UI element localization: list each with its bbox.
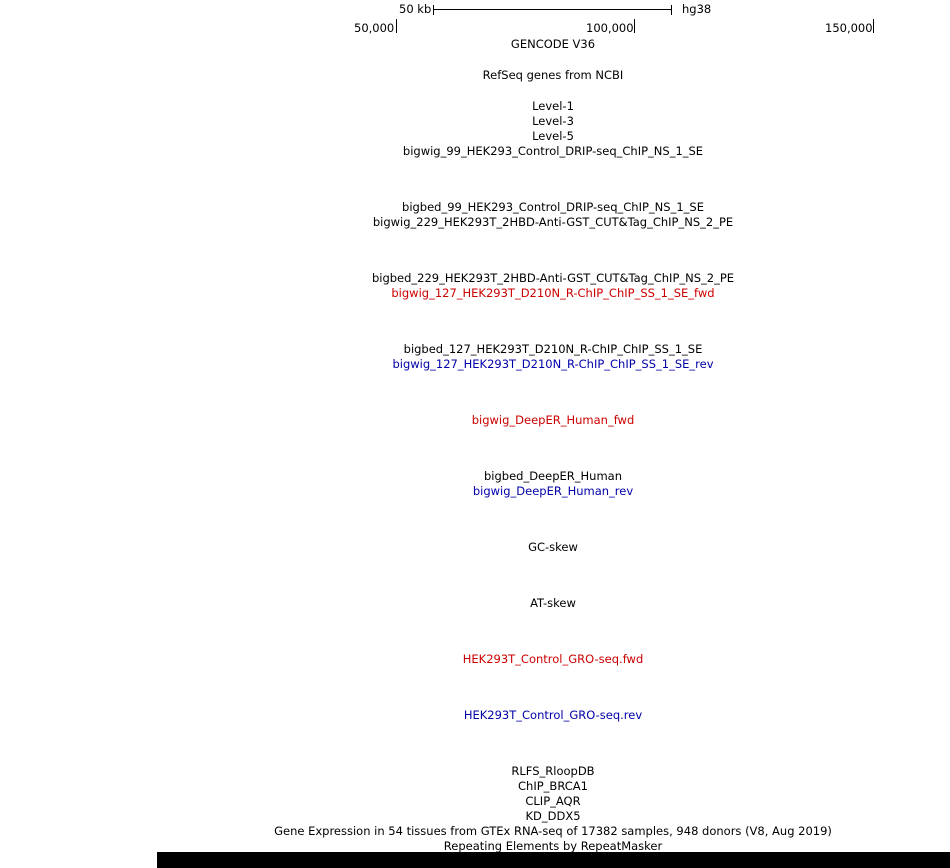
track-label-chip-brca1[interactable]: ChIP_BRCA1 [518,779,588,793]
track-label-level-1[interactable]: Level-1 [532,99,574,113]
track-label-clip-aqr[interactable]: CLIP_AQR [525,794,581,808]
track-label-deeper-rev[interactable]: bigwig_DeepER_Human_rev [472,484,634,498]
ruler-position-100000: 100,000 [586,21,634,35]
track-label-refseq[interactable]: RefSeq genes from NCBI [482,68,624,82]
track-label-bigbed-99[interactable]: bigbed_99_HEK293_Control_DRIP-seq_ChIP_N… [402,200,704,214]
track-label-bigwig-99[interactable]: bigwig_99_HEK293_Control_DRIP-seq_ChIP_N… [402,144,704,158]
repeatmasker-track-bar[interactable] [157,852,950,868]
ruler-tick [396,19,397,33]
track-label-at-skew[interactable]: AT-skew [530,596,576,610]
track-label-level-3[interactable]: Level-3 [532,114,574,128]
track-label-gtex[interactable]: Gene Expression in 54 tissues from GTEx … [274,824,832,838]
track-label-gro-seq-rev[interactable]: HEK293T_Control_GRO-seq.rev [463,708,643,722]
track-label-bigbed-127[interactable]: bigbed_127_HEK293T_D210N_R-ChIP_ChIP_SS_… [403,342,703,356]
track-label-deeper-fwd[interactable]: bigwig_DeepER_Human_fwd [471,413,635,427]
ruler-position-50000: 50,000 [354,21,395,35]
ruler-position-150000: 150,000 [825,21,873,35]
track-label-bigwig-127-fwd[interactable]: bigwig_127_HEK293T_D210N_R-ChIP_ChIP_SS_… [391,286,715,300]
track-label-gro-seq-fwd[interactable]: HEK293T_Control_GRO-seq.fwd [462,652,644,666]
track-label-bigbed-229[interactable]: bigbed_229_HEK293T_2HBD-Anti-GST_CUT&Tag… [371,271,735,285]
track-label-repeatmasker[interactable]: Repeating Elements by RepeatMasker [443,839,663,853]
track-label-deeper-bed[interactable]: bigbed_DeepER_Human [483,469,622,483]
track-label-kd-ddx5[interactable]: KD_DDX5 [525,809,581,823]
scale-bar [433,5,672,15]
track-label-bigwig-127-rev[interactable]: bigwig_127_HEK293T_D210N_R-ChIP_ChIP_SS_… [392,357,714,371]
ruler-tick [873,19,874,33]
scale-label: 50 kb [399,2,432,16]
track-label-gc-skew[interactable]: GC-skew [528,540,578,554]
track-label-level-5[interactable]: Level-5 [532,129,574,143]
track-label-bigwig-229[interactable]: bigwig_229_HEK293T_2HBD-Anti-GST_CUT&Tag… [372,215,734,229]
track-label-rlfs[interactable]: RLFS_RloopDB [511,764,595,778]
ruler-tick [634,19,635,33]
assembly-label: hg38 [682,2,712,16]
track-label-gencode[interactable]: GENCODE V36 [510,37,596,51]
